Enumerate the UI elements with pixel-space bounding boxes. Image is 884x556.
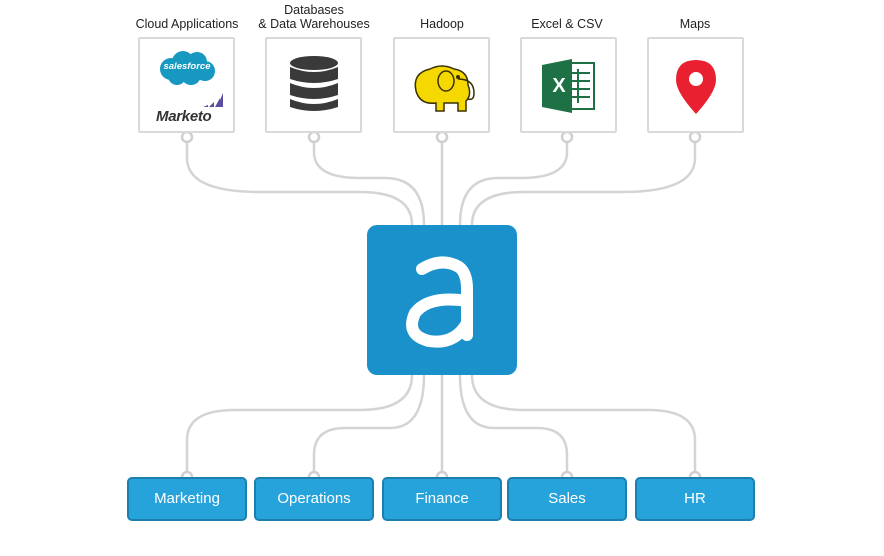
marketo-bars-icon <box>203 93 223 107</box>
dept-finance[interactable]: Finance <box>382 477 502 521</box>
source-box-databases <box>265 37 362 133</box>
dept-sales[interactable]: Sales <box>507 477 627 521</box>
excel-glyph: X <box>552 75 566 97</box>
marketo-logo-text: Marketo <box>156 108 212 125</box>
connector-dot <box>180 130 194 144</box>
source-label-cloud: Cloud Applications <box>135 17 239 31</box>
source-box-hadoop <box>393 37 490 133</box>
hub-a-icon <box>406 256 473 348</box>
source-box-excel: X <box>520 37 617 133</box>
connector-dot <box>307 130 321 144</box>
source-label-excel: Excel & CSV <box>531 17 603 31</box>
dept-marketing[interactable]: Marketing <box>127 477 247 521</box>
source-box-cloud: salesforce Marketo <box>138 37 235 133</box>
map-pin-icon <box>676 60 716 114</box>
dept-operations[interactable]: Operations <box>254 477 374 521</box>
source-label-hadoop: Hadoop <box>420 17 464 31</box>
source-label-databases: Databases & Data Warehouses <box>258 3 370 31</box>
connector-dot <box>560 130 574 144</box>
connector-dot <box>435 130 449 144</box>
alteryx-hub-logo: a <box>367 225 517 375</box>
excel-icon <box>542 59 595 113</box>
hadoop-elephant-icon <box>414 65 475 112</box>
connector-dot <box>688 130 702 144</box>
source-label-maps: Maps <box>679 17 711 31</box>
source-box-maps <box>647 37 744 133</box>
salesforce-logo <box>160 51 215 85</box>
database-icon <box>290 56 338 111</box>
dept-hr[interactable]: HR <box>635 477 755 521</box>
salesforce-logo-text: salesforce <box>163 61 211 72</box>
